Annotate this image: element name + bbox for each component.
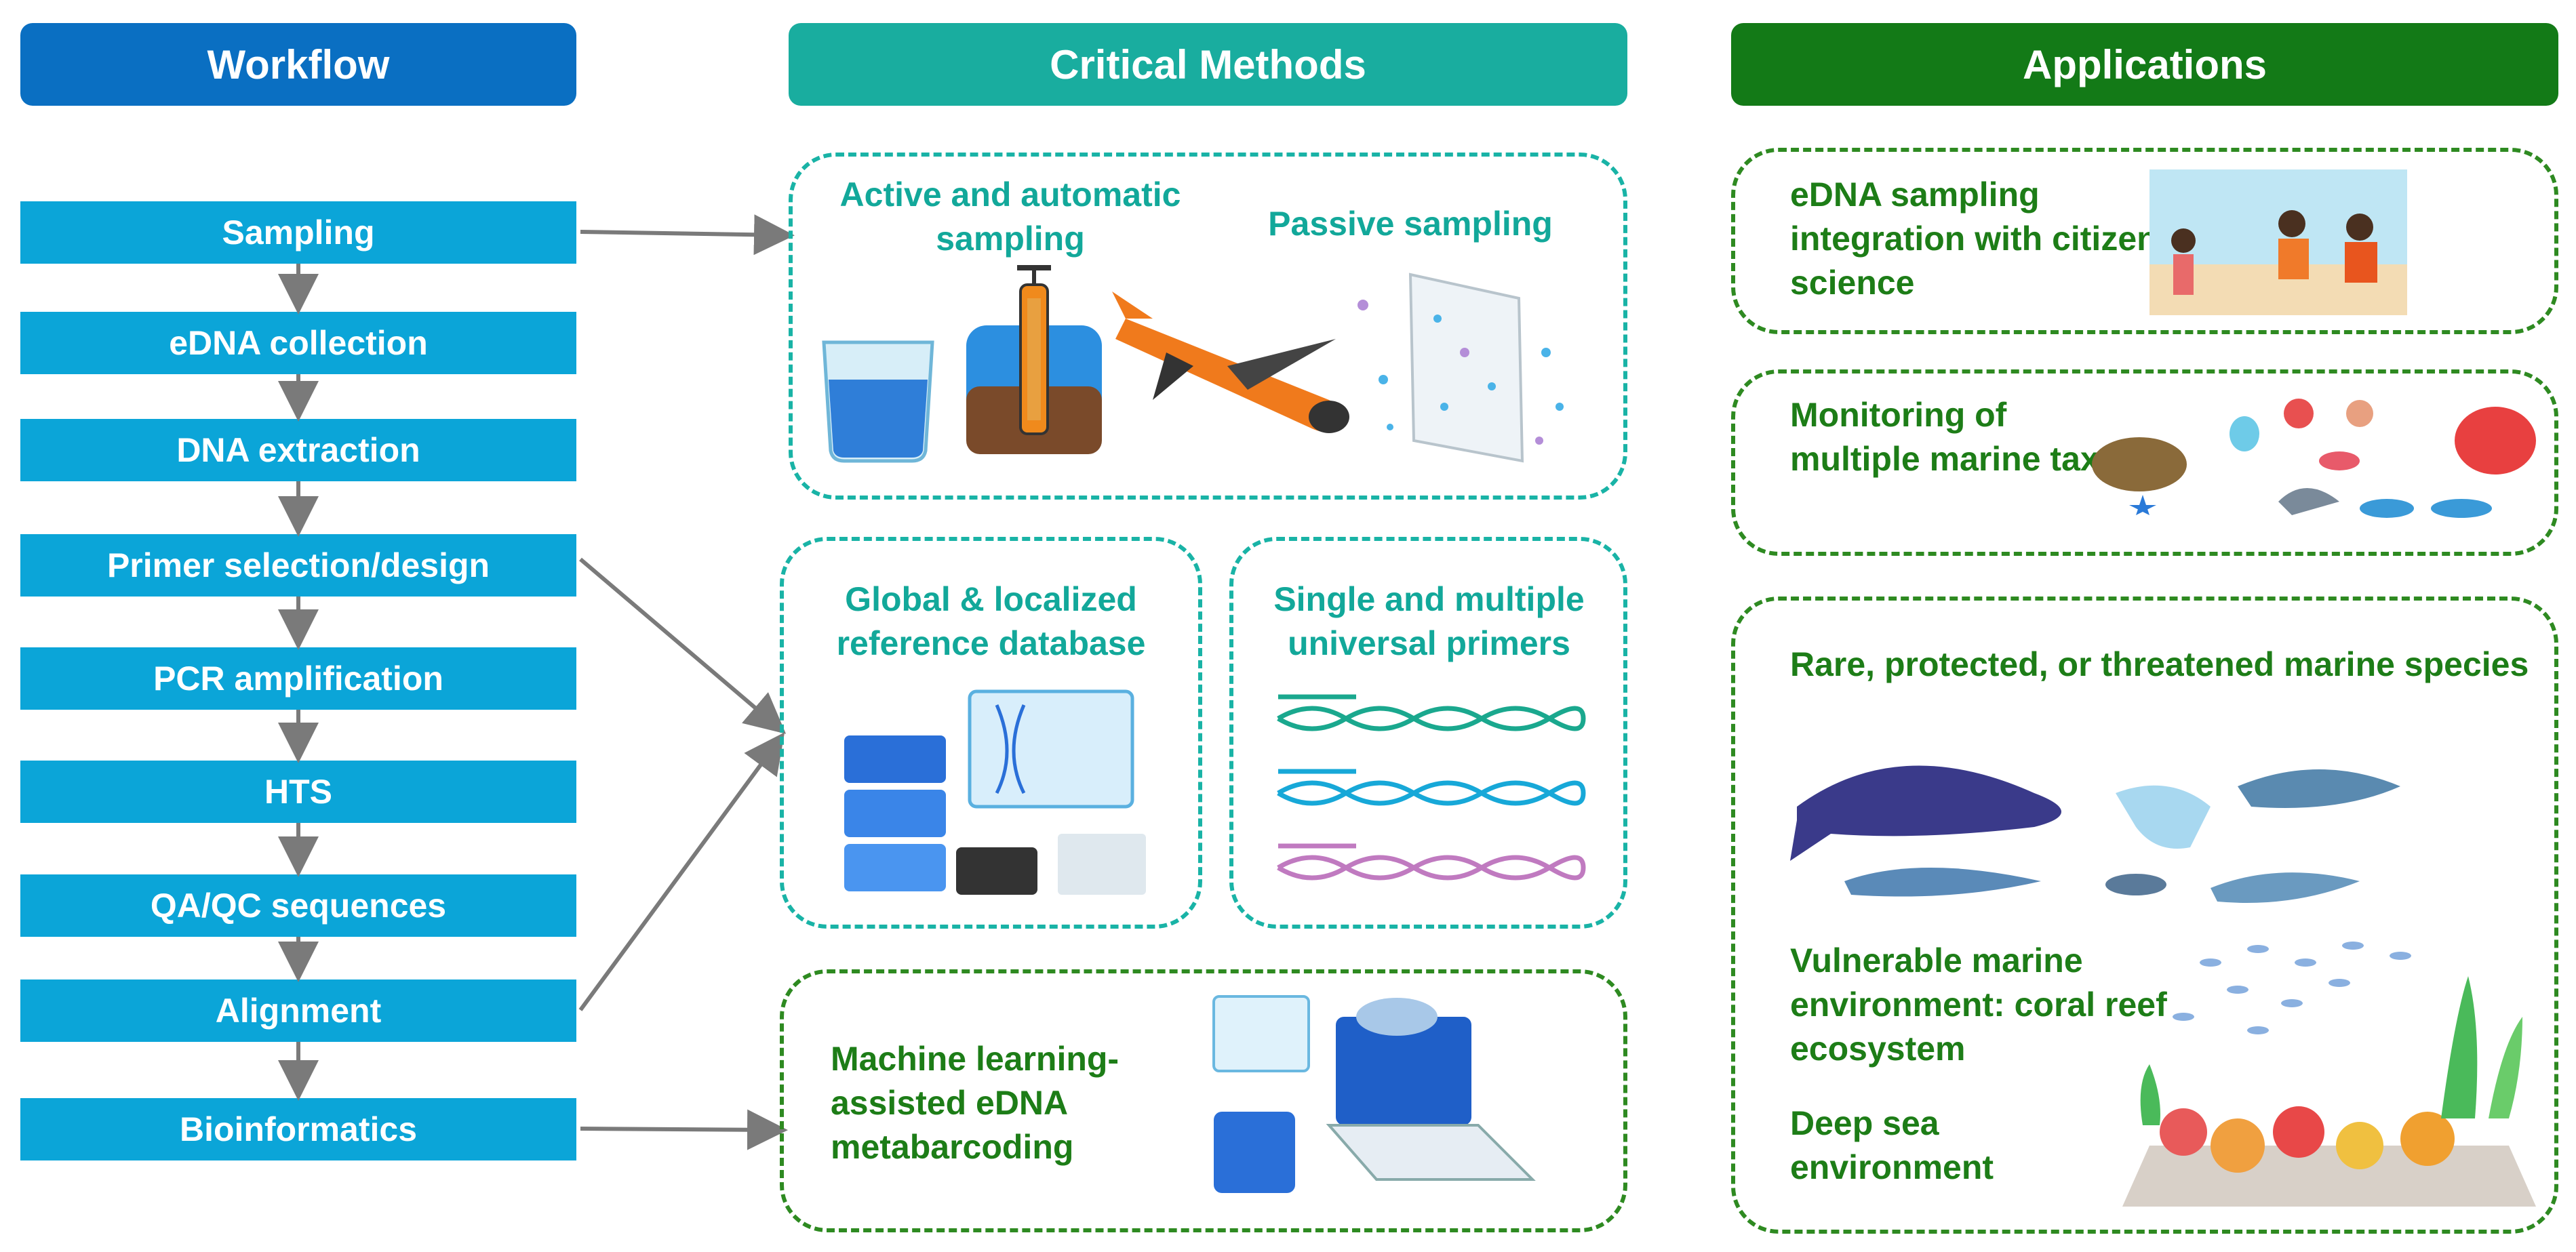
step-bioinformatics: Bioinformatics: [20, 1098, 576, 1160]
active-sampling-label: Active and automatic sampling: [839, 176, 1181, 258]
underwater-glider-icon: [1112, 291, 1349, 433]
ai-computer-icon: [1212, 995, 1536, 1193]
dna-primers-icon: [1277, 694, 1586, 881]
deep-sea-label: Deep sea environment: [1790, 1104, 1994, 1186]
sampling-methods-box: [789, 153, 1627, 500]
rare-species-label: Rare, protected, or threatened marine sp…: [1790, 645, 2529, 683]
step-qa-qc: QA/QC sequences: [20, 874, 576, 937]
critical-methods-header: Critical Methods: [789, 23, 1627, 106]
step-hts: HTS: [20, 761, 576, 823]
coral-reef-icon: [2122, 942, 2536, 1207]
universal-primers-box: [1229, 537, 1627, 929]
reference-database-box: [780, 537, 1202, 929]
step-sampling: Sampling: [20, 201, 576, 264]
citizen-science-beach-icon: [2149, 169, 2407, 315]
step-primer-selection: Primer selection/design: [20, 534, 576, 597]
step-edna-collection: eDNA collection: [20, 312, 576, 374]
applications-header: Applications: [1731, 23, 2558, 106]
coral-reef-label: Vulnerable marine environment: coral ree…: [1790, 942, 2167, 1068]
marine-taxa-icon: [2092, 399, 2536, 518]
step-alignment: Alignment: [20, 980, 576, 1042]
water-sampler-icon: [966, 265, 1102, 454]
citizen-science-box: [1731, 148, 2558, 334]
workflow-header: Workflow: [20, 23, 576, 106]
step-pcr-amplification: PCR amplification: [20, 647, 576, 710]
universal-primers-label: Single and multiple universal primers: [1273, 580, 1585, 662]
multiple-taxa-box: [1731, 369, 2558, 556]
citizen-science-label: eDNA sampling integration with citizen s…: [1790, 176, 2158, 302]
threatened-species-icon: [1790, 765, 2400, 903]
beaker-icon: [822, 340, 934, 463]
passive-sampling-label: Passive sampling: [1268, 205, 1553, 243]
machine-learning-label: Machine learning-assisted eDNA metabarco…: [831, 1040, 1119, 1166]
machine-learning-box: [780, 969, 1627, 1232]
rare-species-box: [1731, 597, 2558, 1234]
reference-database-label: Global & localized reference database: [836, 580, 1146, 662]
passive-membrane-icon: [1358, 272, 1564, 463]
multiple-taxa-label: Monitoring of multiple marine taxa: [1790, 396, 2118, 478]
database-server-icon: [844, 689, 1146, 895]
step-dna-extraction: DNA extraction: [20, 419, 576, 481]
